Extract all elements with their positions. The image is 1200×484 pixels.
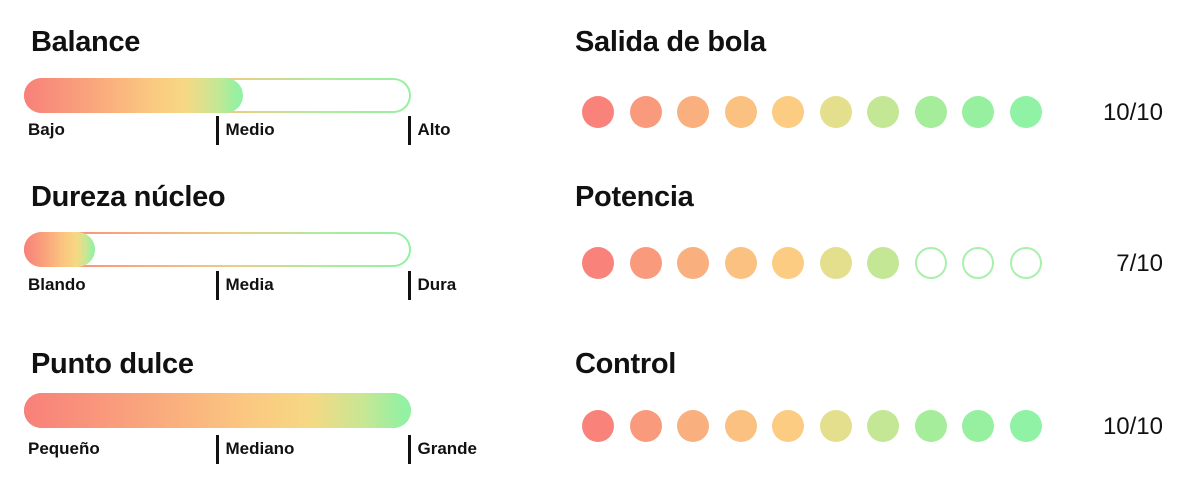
bar-title-dureza-nucleo: Dureza núcleo bbox=[31, 181, 226, 213]
dureza-bar-track bbox=[24, 232, 411, 267]
scale-label-text: Media bbox=[225, 275, 274, 294]
potencia-score: 7/10 bbox=[1116, 250, 1163, 277]
scale-label-text: Bajo bbox=[28, 120, 65, 139]
rating-dot-filled bbox=[1009, 410, 1042, 442]
rating-dot-filled bbox=[819, 96, 852, 128]
control-dots bbox=[582, 410, 1042, 442]
rating-dot-empty bbox=[914, 247, 947, 279]
rating-dot-filled bbox=[867, 410, 899, 442]
scale-label-low: Blando bbox=[28, 270, 86, 300]
rating-dot-filled bbox=[677, 410, 709, 442]
rating-dot-filled bbox=[724, 247, 757, 279]
scale-label-text: Dura bbox=[417, 275, 457, 294]
dureza-bar-fill bbox=[24, 232, 95, 267]
scale-label-mid: Medio bbox=[216, 115, 275, 145]
balance-bar-fill bbox=[24, 78, 244, 113]
scale-label-low: Bajo bbox=[28, 115, 65, 145]
rating-dot-filled bbox=[962, 96, 994, 128]
rating-dot-filled bbox=[582, 96, 614, 128]
salida-de-bola-dots bbox=[582, 96, 1042, 128]
punto-dulce-scale: Pequeño Mediano Grande bbox=[24, 434, 494, 464]
scale-label-text: Alto bbox=[417, 120, 451, 139]
rating-dot-filled bbox=[962, 410, 994, 442]
salida-de-bola-score: 10/10 bbox=[1102, 99, 1163, 126]
rating-dot-filled bbox=[914, 96, 947, 128]
punto-dulce-bar-fill bbox=[24, 393, 411, 428]
control-score: 10/10 bbox=[1102, 413, 1163, 440]
rating-title-salida-de-bola: Salida de bola bbox=[575, 26, 766, 58]
rating-dot-filled bbox=[819, 247, 852, 279]
scale-tick bbox=[216, 115, 219, 145]
rating-dot-filled bbox=[629, 96, 662, 128]
scale-label-mid: Media bbox=[216, 270, 274, 300]
rating-title-control: Control bbox=[575, 348, 676, 380]
rating-dot-filled bbox=[724, 96, 757, 128]
rating-dot-filled bbox=[867, 96, 899, 128]
scale-label-high: Dura bbox=[408, 270, 456, 300]
rating-dot-filled bbox=[914, 410, 947, 442]
scale-tick bbox=[408, 434, 411, 464]
scale-label-text: Grande bbox=[417, 439, 478, 458]
scale-label-mid: Mediano bbox=[216, 434, 294, 464]
rating-dot-filled bbox=[867, 247, 899, 279]
balance-bar-track bbox=[24, 78, 411, 113]
rating-dot-filled bbox=[582, 410, 614, 442]
scale-label-high: Grande bbox=[408, 434, 477, 464]
rating-dot-empty bbox=[1009, 247, 1042, 279]
rating-dot-empty bbox=[962, 247, 994, 279]
rating-dot-filled bbox=[772, 410, 804, 442]
scale-label-low: Pequeño bbox=[28, 434, 100, 464]
rating-dot-filled bbox=[629, 247, 662, 279]
balance-scale: Bajo Medio Alto bbox=[24, 115, 494, 145]
rating-dot-filled bbox=[677, 247, 709, 279]
rating-dot-filled bbox=[772, 247, 804, 279]
rating-dot-filled bbox=[582, 247, 614, 279]
bar-title-balance: Balance bbox=[31, 26, 141, 58]
scale-tick bbox=[216, 270, 219, 300]
rating-dot-filled bbox=[629, 410, 662, 442]
scale-label-text: Mediano bbox=[225, 439, 295, 458]
scale-tick bbox=[408, 115, 411, 145]
potencia-dots bbox=[582, 247, 1042, 279]
scale-label-text: Medio bbox=[225, 120, 275, 139]
scale-label-text: Pequeño bbox=[28, 439, 100, 458]
scale-tick bbox=[408, 270, 411, 300]
scale-label-text: Blando bbox=[28, 275, 86, 294]
rating-dot-filled bbox=[1009, 96, 1042, 128]
rating-dot-filled bbox=[724, 410, 757, 442]
dureza-scale: Blando Media Dura bbox=[24, 270, 494, 300]
scale-tick bbox=[216, 434, 219, 464]
scale-label-high: Alto bbox=[408, 115, 451, 145]
rating-dot-filled bbox=[772, 96, 804, 128]
rating-dot-filled bbox=[819, 410, 852, 442]
rating-dot-filled bbox=[677, 96, 709, 128]
rating-title-potencia: Potencia bbox=[575, 181, 694, 213]
punto-dulce-bar-track bbox=[24, 393, 411, 428]
bar-title-punto-dulce: Punto dulce bbox=[31, 348, 194, 380]
